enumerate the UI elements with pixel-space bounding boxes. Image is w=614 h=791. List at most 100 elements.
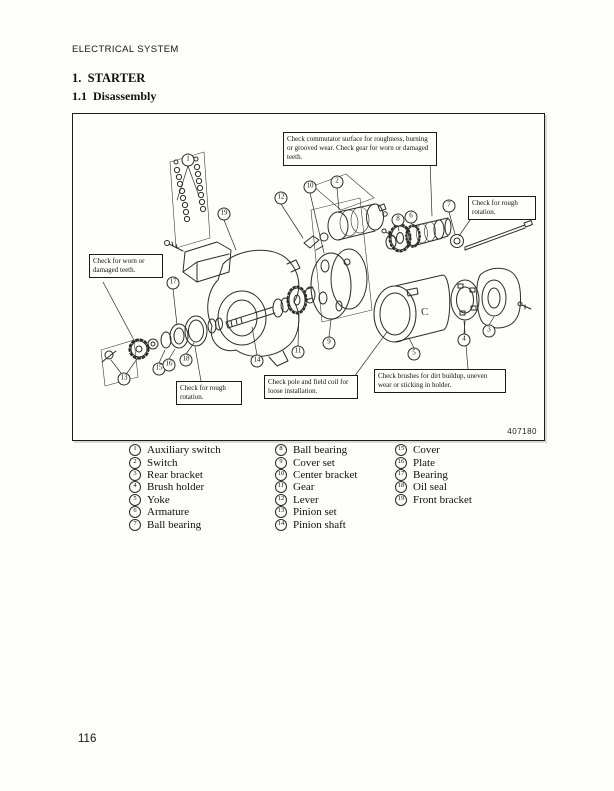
cover-set-center-bracket (310, 248, 368, 320)
part-label: Plate (413, 456, 435, 469)
parts-list-item: 5 Yoke (129, 493, 221, 506)
part-label: Switch (147, 456, 178, 469)
part-number-badge: 13 (275, 506, 287, 519)
note-commutator: Check commutator surface for roughness, … (283, 132, 437, 166)
part-number-badge: 12 (275, 493, 287, 506)
page-header: ELECTRICAL SYSTEM (72, 44, 179, 55)
parts-list-item: 6 Armature (129, 506, 221, 519)
part-callout-12: 12 (274, 191, 288, 205)
parts-list-item: 7 Ball bearing (129, 518, 221, 531)
part-label: Oil seal (413, 481, 447, 494)
part-label: Gear (293, 481, 315, 494)
parts-list-item: 10 Center bracket (275, 468, 358, 481)
part-label: Auxiliary switch (147, 444, 221, 457)
part-callout-8: 8 (391, 213, 405, 227)
parts-list-item: 14 Pinion shaft (275, 518, 357, 531)
svg-text:C: C (421, 306, 428, 318)
parts-list-item: 13 Pinion set (275, 506, 357, 519)
part-number-badge: 14 (275, 518, 287, 531)
part-callout-5: 5 (407, 347, 421, 361)
part-label: Lever (293, 493, 319, 506)
note-rough-rotation-right: Check for rough rotation. (468, 196, 536, 221)
part-callout-17: 17 (166, 276, 180, 290)
parts-list-item: 16 Plate (395, 456, 472, 469)
part-callout-11: 11 (291, 345, 305, 359)
part-callout-18: 18 (179, 353, 193, 367)
lever (303, 232, 329, 251)
pinion-shaft (225, 297, 290, 329)
part-label: Armature (147, 506, 190, 519)
part-callout-9: 9 (322, 336, 336, 350)
part-label: Rear bracket (147, 468, 203, 481)
pinion-set-parts (101, 315, 223, 363)
part-callout-1: 1 (181, 153, 195, 167)
part-label: Center bracket (293, 468, 358, 481)
part-label: Yoke (147, 493, 170, 506)
parts-list-item: 17 Bearing (395, 468, 472, 481)
part-label: Bearing (413, 468, 448, 481)
armature (405, 217, 452, 248)
part-label: Pinion shaft (293, 518, 346, 531)
part-callout-10: 10 (303, 180, 317, 194)
note-leader-lines (102, 159, 471, 382)
through-bolt (464, 220, 533, 251)
part-number-badge: 17 (395, 468, 407, 481)
note-worn-teeth: Check for worn or damaged teeth. (89, 254, 163, 279)
switch-solenoid (327, 203, 397, 241)
exploded-diagram: C (100, 151, 533, 387)
part-number-badge: 19 (395, 493, 407, 506)
parts-list-item: 1 Auxiliary switch (129, 444, 221, 457)
exploded-view-figure: C (72, 113, 545, 441)
part-callout-14: 14 (250, 354, 264, 368)
part-number-badge: 18 (395, 481, 407, 494)
part-number-badge: 9 (275, 456, 287, 469)
part-number-badge: 3 (129, 468, 141, 481)
part-number-badge: 7 (129, 518, 141, 531)
part-callout-13: 13 (117, 372, 131, 386)
section-title: 1. STARTER (72, 71, 146, 85)
note-brushes: Check brushes for dirt buildup, uneven w… (374, 369, 506, 394)
brush-holder (450, 279, 480, 321)
parts-list-item: 9 Cover set (275, 456, 357, 469)
leader-lines (110, 165, 495, 374)
part-callout-3: 3 (482, 324, 496, 338)
parts-list-item: 12 Lever (275, 493, 357, 506)
part-callout-16: 16 (162, 358, 176, 372)
ball-bearing (450, 234, 464, 248)
part-number-badge: 15 (395, 444, 407, 457)
part-number-badge: 2 (129, 456, 141, 469)
part-label: Ball bearing (293, 444, 348, 457)
parts-list-item: 18 Oil seal (395, 481, 472, 494)
note-pole-field: Check pole and field coil for loose inst… (264, 375, 358, 400)
gear (286, 285, 316, 315)
yoke: C (373, 274, 451, 343)
page-number: 116 (78, 733, 97, 745)
part-number-badge: 6 (129, 506, 141, 519)
part-number-badge: 10 (275, 468, 287, 481)
part-callout-7: 7 (442, 199, 456, 213)
part-callout-4: 4 (457, 333, 471, 347)
parts-list-item: 2 Switch (129, 456, 221, 469)
part-callout-6: 6 (404, 210, 418, 224)
part-number-badge: 5 (129, 493, 141, 506)
part-label: Ball bearing (147, 518, 202, 531)
front-bracket (207, 249, 301, 367)
subsection-title: 1.1 Disassembly (72, 89, 157, 103)
part-callout-19: 19 (217, 207, 231, 221)
part-number-badge: 4 (129, 481, 141, 494)
rear-bracket (476, 267, 532, 329)
note-rough-rotation-left: Check for rough rotation. (176, 381, 242, 406)
part-callout-15: 15 (152, 362, 166, 376)
part-label: Cover set (293, 456, 335, 469)
part-number-badge: 1 (129, 444, 141, 457)
part-label: Pinion set (293, 506, 337, 519)
part-number-badge: 16 (395, 456, 407, 469)
parts-list-item: 3 Rear bracket (129, 468, 221, 481)
